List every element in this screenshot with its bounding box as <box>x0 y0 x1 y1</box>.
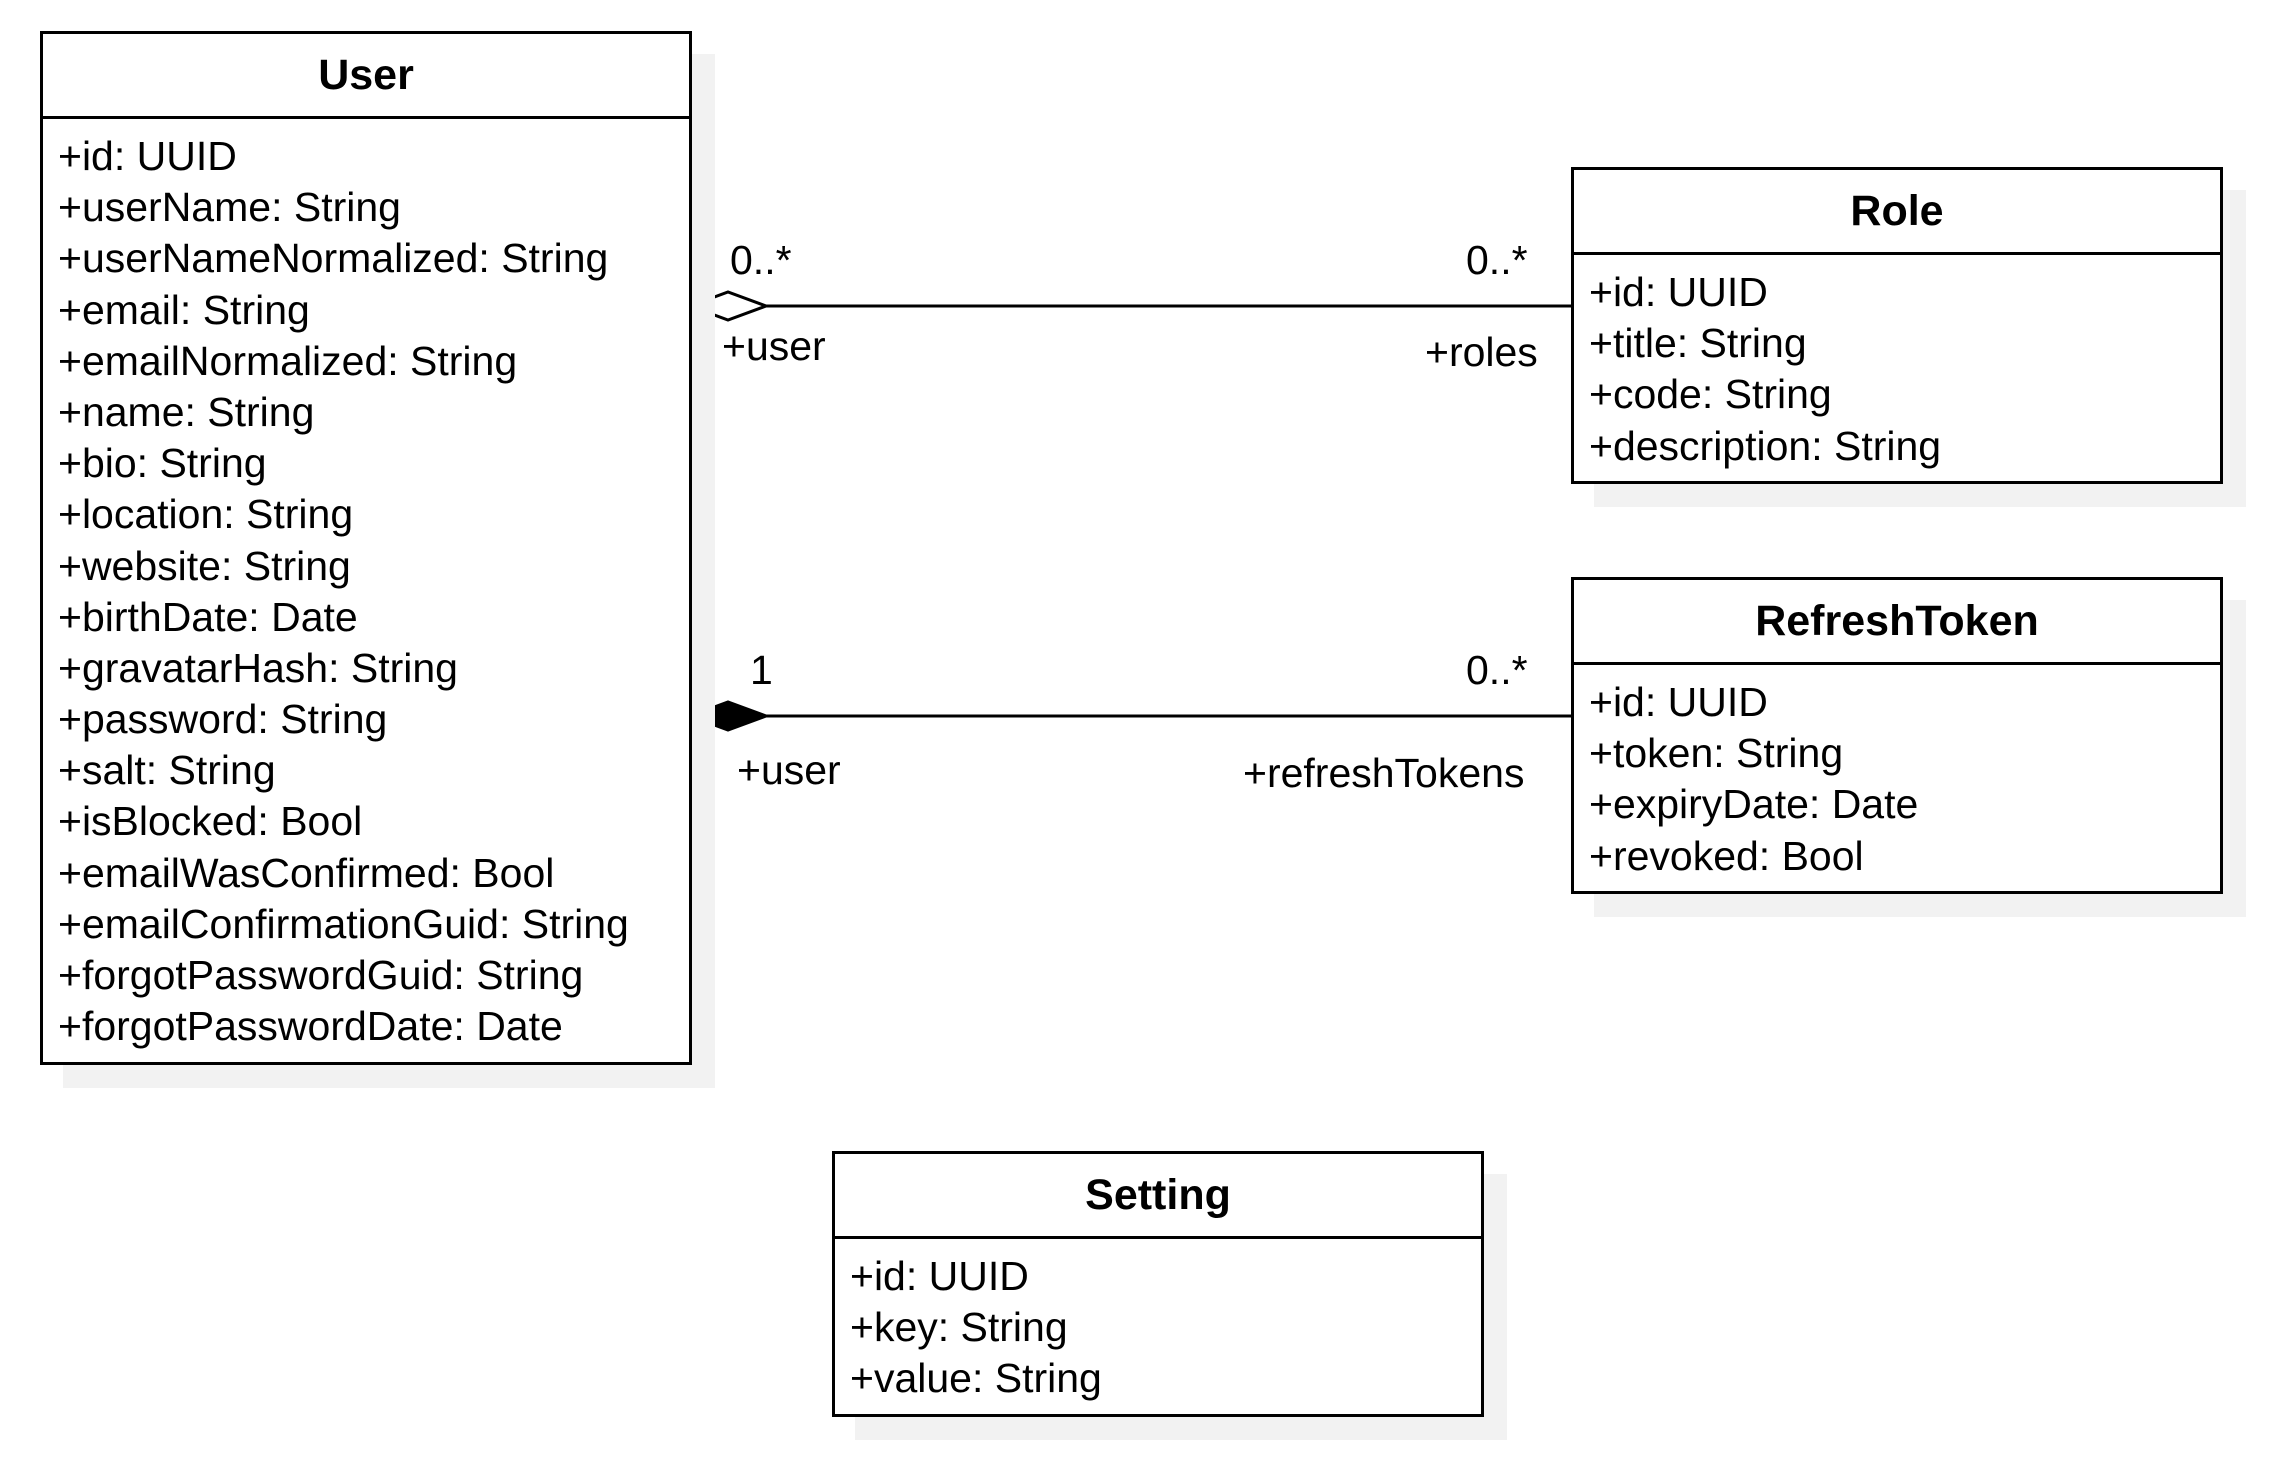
attribute-revoked: +revoked: Bool <box>1589 832 1864 879</box>
attribute-email-confirmation-guid: +emailConfirmationGuid: String <box>58 900 629 947</box>
attribute-salt: +salt: String <box>58 747 276 794</box>
attribute-name: +name: String <box>58 388 315 435</box>
aggregation-diamond-icon <box>685 290 771 322</box>
attribute-title: +title: String <box>1589 320 1807 367</box>
attribute-list: +id: UUID +token: String +expiryDate: Da… <box>1574 665 2220 882</box>
attribute-code: +code: String <box>1589 371 1832 418</box>
attribute-id: +id: UUID <box>1589 269 1768 315</box>
attribute-gravatar-hash: +gravatarHash: String <box>58 644 458 691</box>
user-end-role-label: +user <box>722 323 826 369</box>
attribute-email: +email: String <box>58 286 310 333</box>
attribute-id: +id: UUID <box>1589 679 1768 725</box>
attribute-token: +token: String <box>1589 730 1844 777</box>
attribute-key: +key: String <box>850 1304 1068 1351</box>
attribute-id: +id: UUID <box>850 1253 1029 1299</box>
attribute-list: +id: UUID +userName: String +userNameNor… <box>43 119 689 1052</box>
attribute-location: +location: String <box>58 491 354 538</box>
attribute-birth-date: +birthDate: Date <box>58 593 358 640</box>
token-end-role-label: +refreshTokens <box>1243 750 1525 796</box>
class-user[interactable]: User +id: UUID +userName: String +userNa… <box>40 31 692 1065</box>
attribute-is-blocked: +isBlocked: Bool <box>58 798 363 845</box>
class-name: Setting <box>835 1154 1481 1239</box>
class-role[interactable]: Role +id: UUID +title: String +code: Str… <box>1571 167 2223 484</box>
attribute-email-was-confirmed: +emailWasConfirmed: Bool <box>58 849 555 896</box>
attribute-bio: +bio: String <box>58 440 267 487</box>
user-end-role-label: +user <box>737 747 841 793</box>
attribute-username-normalized: +userNameNormalized: String <box>58 235 609 282</box>
attribute-forgot-password-guid: +forgotPasswordGuid: String <box>58 952 584 998</box>
user-end-multiplicity-label: 0..* <box>730 237 792 283</box>
role-end-role-label: +roles <box>1425 329 1538 375</box>
attribute-description: +description: String <box>1589 422 1942 469</box>
attribute-id: +id: UUID <box>58 133 237 179</box>
attribute-password: +password: String <box>58 696 388 743</box>
attribute-list: +id: UUID +title: String +code: String +… <box>1574 255 2220 472</box>
attribute-value: +value: String <box>850 1355 1102 1402</box>
role-end-multiplicity-label: 0..* <box>1466 237 1528 283</box>
attribute-expiry-date: +expiryDate: Date <box>1589 781 1919 828</box>
attribute-list: +id: UUID +key: String +value: String <box>835 1239 1481 1405</box>
composition-diamond-icon <box>685 700 771 732</box>
class-name: Role <box>1574 170 2220 255</box>
class-name: RefreshToken <box>1574 580 2220 665</box>
token-end-multiplicity-label: 0..* <box>1466 647 1528 693</box>
user-end-multiplicity-label: 1 <box>750 647 773 693</box>
attribute-website: +website: String <box>58 542 351 589</box>
attribute-username: +userName: String <box>58 184 401 231</box>
class-refresh-token[interactable]: RefreshToken +id: UUID +token: String +e… <box>1571 577 2223 894</box>
class-name: User <box>43 34 689 119</box>
attribute-forgot-password-date: +forgotPasswordDate: Date <box>58 1003 563 1050</box>
attribute-email-normalized: +emailNormalized: String <box>58 337 518 384</box>
class-setting[interactable]: Setting +id: UUID +key: String +value: S… <box>832 1151 1484 1417</box>
